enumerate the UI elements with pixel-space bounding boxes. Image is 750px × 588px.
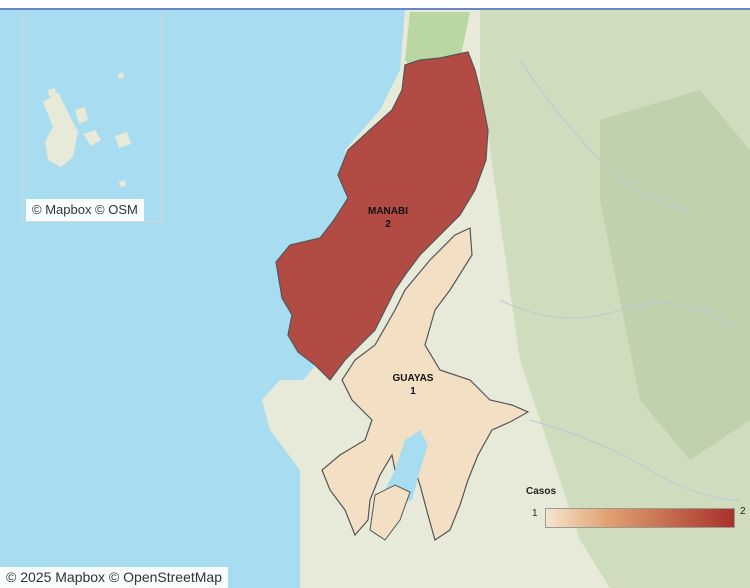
galapagos-inset[interactable] [22, 12, 162, 222]
legend-title: Casos [526, 486, 557, 497]
island [48, 88, 56, 96]
region-name: MANABI [368, 206, 408, 217]
legend-gradient-bar [545, 508, 735, 528]
region-label-guayas: GUAYAS 1 [385, 372, 441, 398]
river [499, 299, 741, 331]
inset-attribution[interactable]: © Mapbox © OSM [26, 199, 144, 221]
region-name: GUAYAS [392, 373, 434, 384]
coastal-land [262, 380, 360, 470]
island [43, 92, 78, 167]
legend-max-label: 2 [740, 506, 746, 517]
island [115, 132, 131, 148]
legend-min-label: 1 [532, 508, 538, 519]
island [75, 107, 88, 124]
island [119, 180, 126, 187]
inset-map [43, 72, 131, 187]
island [83, 130, 101, 146]
map-attribution[interactable]: © 2025 Mapbox © OpenStreetMap [0, 567, 228, 588]
region-label-manabi: MANABI 2 [360, 205, 416, 231]
estuary-island [369, 484, 411, 541]
color-legend: Casos 1 2 [524, 486, 746, 536]
river [529, 419, 741, 501]
region-value: 1 [410, 386, 416, 397]
region-value: 2 [385, 219, 391, 230]
river [519, 59, 691, 211]
top-bar [0, 0, 750, 10]
region-guayas[interactable] [321, 227, 530, 541]
island [118, 72, 124, 79]
region-manabi[interactable] [275, 51, 489, 381]
relief-area-2 [600, 90, 750, 460]
